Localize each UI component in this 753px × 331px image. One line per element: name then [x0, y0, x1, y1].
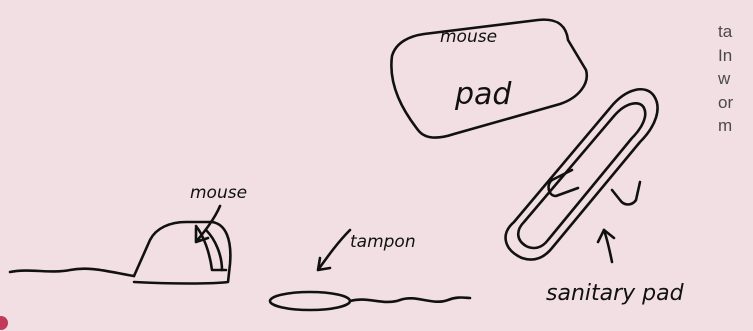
mouse-label: mouse: [190, 183, 247, 203]
mouse-cable: [8, 267, 136, 278]
tampon-drawing: [268, 290, 352, 312]
side-paragraph-fragment: ta In w or m: [718, 20, 753, 138]
tampon-label: tampon: [350, 232, 416, 252]
mouse-drawing: [132, 220, 232, 285]
mouse-pad-label-line2: pad: [454, 77, 512, 112]
side-text-line: In: [718, 45, 733, 65]
side-text-line: m: [718, 116, 733, 135]
side-text-line: or: [718, 92, 734, 112]
mouse-pad-drawing: [390, 18, 589, 139]
side-text-line: w: [718, 69, 731, 88]
tampon-label-arrow: [316, 228, 352, 272]
side-text-line: ta: [718, 22, 733, 41]
mouse-pad-label-line1: mouse: [440, 27, 497, 47]
tampon-string: [348, 296, 472, 304]
sanitary-pad-label: sanitary pad: [546, 281, 685, 306]
mouse-label-arrow: [194, 204, 222, 244]
corner-logo-mark: [0, 316, 8, 330]
sanitary-pad-drawing: [504, 87, 659, 264]
